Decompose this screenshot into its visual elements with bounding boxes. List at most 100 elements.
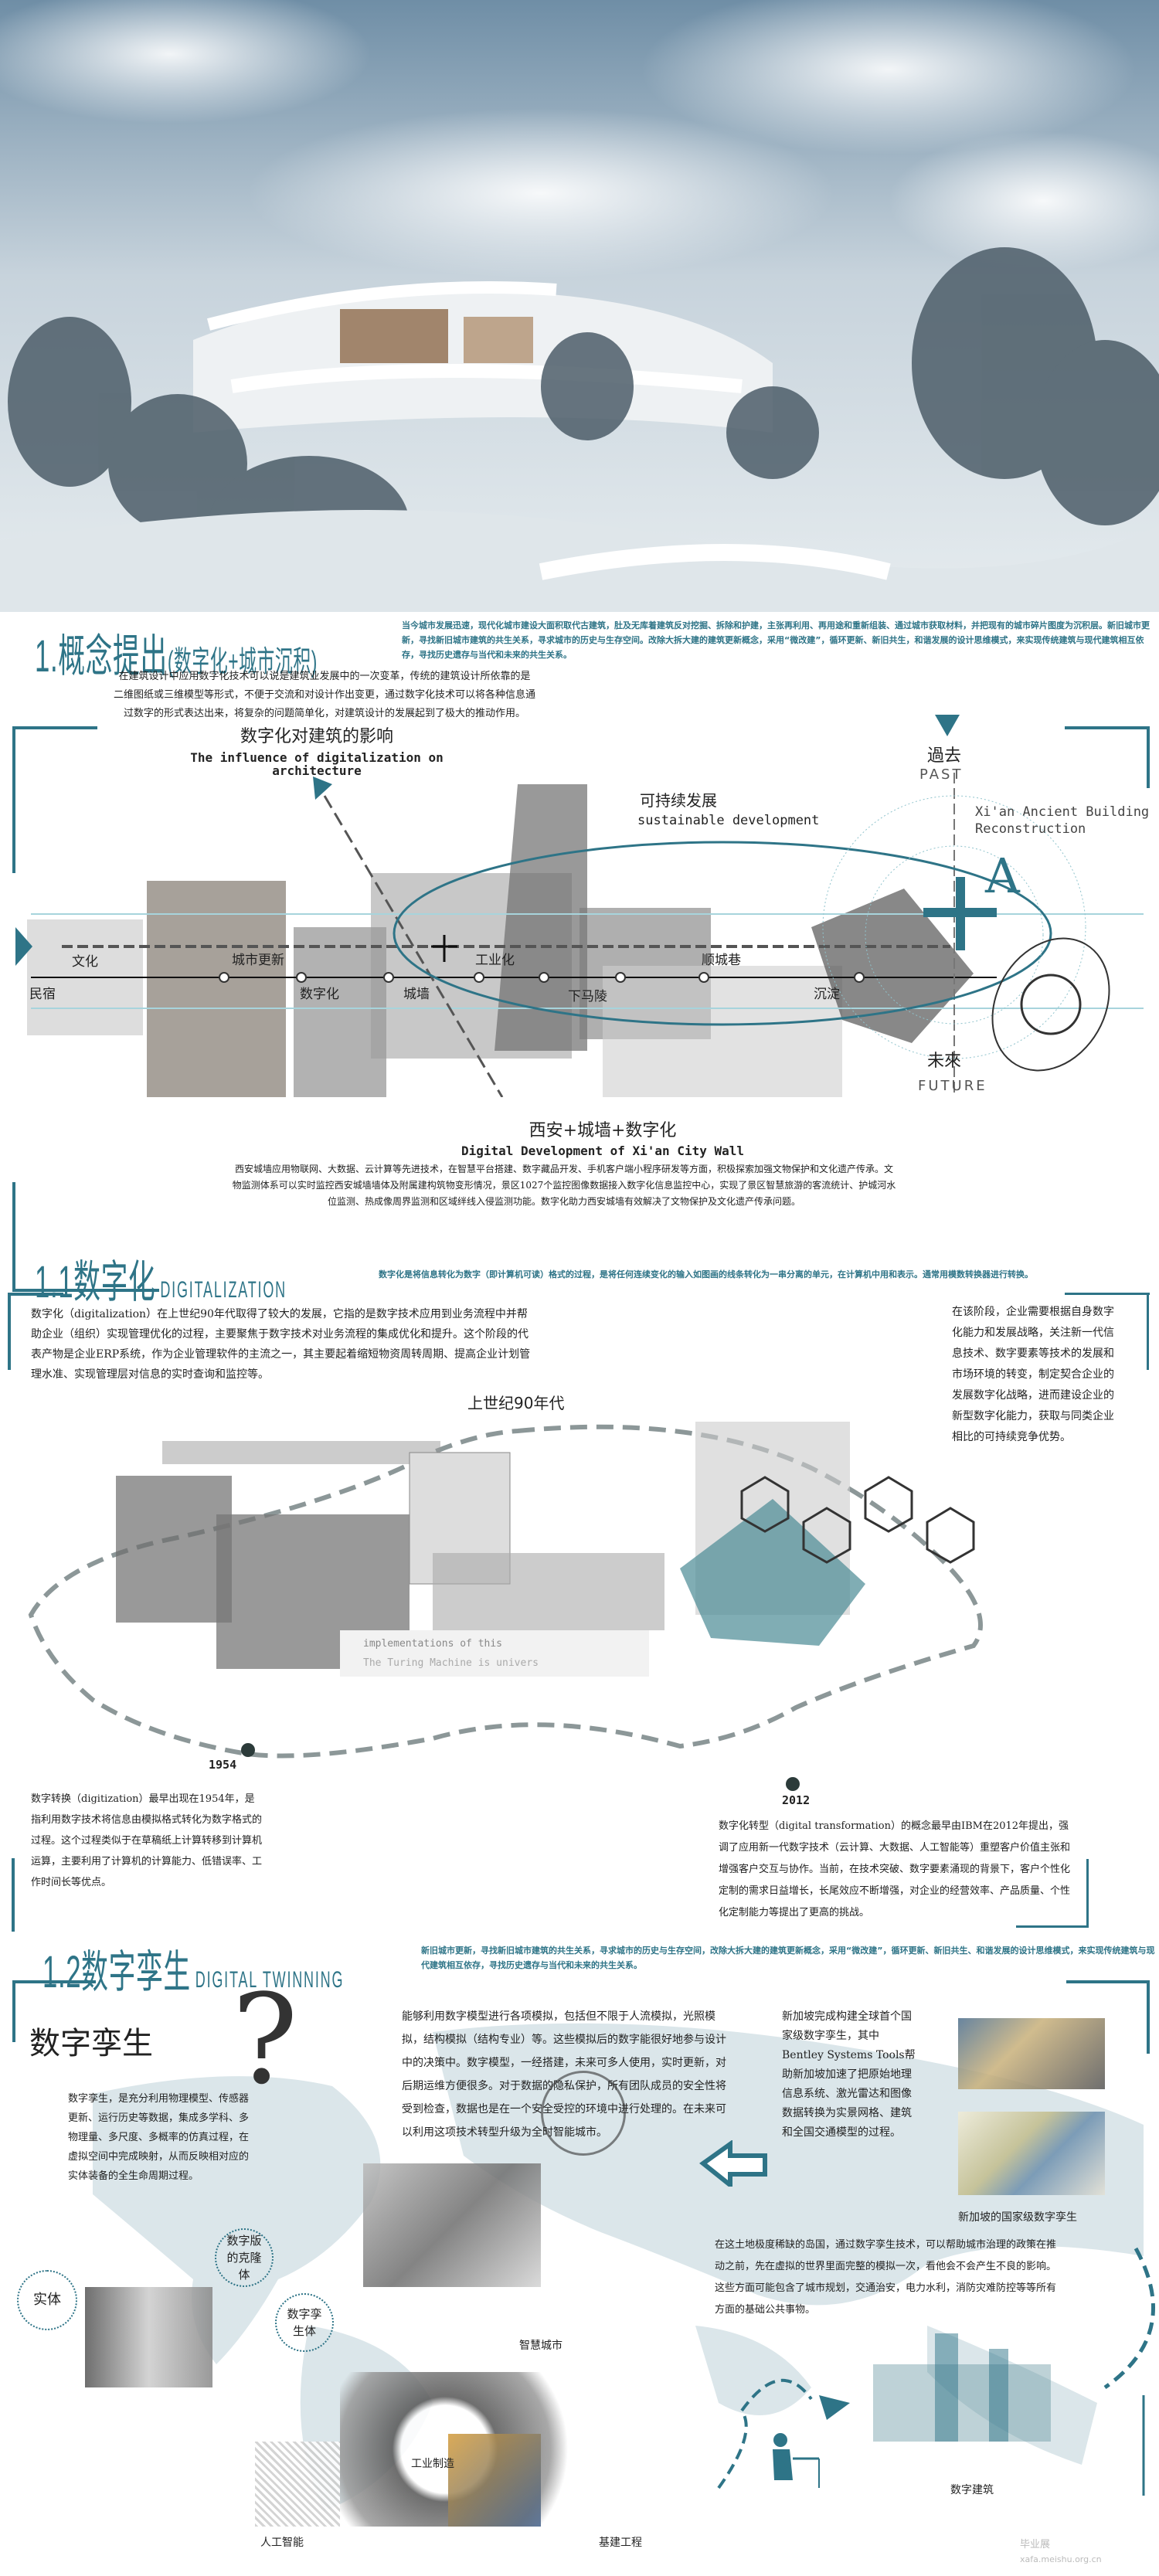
xian-wall-title-en: Digital Development of Xi'an City Wall bbox=[461, 1144, 745, 1158]
question-mark-icon: ? bbox=[232, 1967, 298, 2112]
clone-circle: 数字版的克隆体 bbox=[215, 2228, 274, 2287]
digitalization-paragraph: 数字化（digitalization）在上世纪90年代取得了较大的发展，它指的是… bbox=[31, 1308, 531, 1381]
down-triangle-icon bbox=[935, 715, 960, 736]
watermark-title: 毕业展 bbox=[1020, 2539, 1051, 2551]
wireframe-hand-image bbox=[255, 2442, 340, 2527]
frame-line bbox=[12, 1182, 15, 1290]
xian-wall-title-cn: 西安+城墙+数字化 bbox=[529, 1121, 677, 1140]
section11-title-text: 1.1数字化 bbox=[35, 1257, 156, 1307]
frame-line bbox=[12, 1289, 159, 1292]
factory-pointcloud-image bbox=[363, 2163, 541, 2287]
timeline-dot-1954 bbox=[241, 1743, 255, 1757]
frame-line bbox=[12, 726, 97, 729]
human-and-twin-image bbox=[85, 2287, 212, 2387]
singapore-aerial-image bbox=[958, 2018, 1105, 2089]
paper-plane-icon bbox=[819, 2395, 850, 2420]
digital-skyline bbox=[873, 2364, 1051, 2442]
singapore-map-image bbox=[958, 2112, 1105, 2195]
label-infrastructure: 基建工程 bbox=[599, 2537, 642, 2549]
timeline-dot-2012 bbox=[786, 1777, 800, 1791]
person-at-desk-icon bbox=[773, 2433, 787, 2447]
urban-timeline-diagram: A bbox=[15, 773, 1144, 1097]
hero-rendering bbox=[0, 0, 1159, 612]
singapore-paragraph: 新加坡完成构建全球首个国家级数字孪生，其中Bentley Systems Too… bbox=[782, 2010, 916, 2139]
timeline-node bbox=[474, 972, 484, 983]
timeline-node bbox=[615, 972, 626, 983]
brain-circuit-icon bbox=[541, 2071, 626, 2156]
entity-circle: 实体 bbox=[17, 2270, 77, 2330]
clouds bbox=[0, 0, 1159, 278]
section12-description: 新旧城市更新，寻找新旧城市建筑的共生关系，寻求城市的历史与生存空间，改除大拆大建… bbox=[421, 1946, 1155, 1970]
section11-description: 数字化是将信息转化为数字（即计算机可读）格式的过程，是将任何连续变化的输入如图画… bbox=[379, 1269, 1033, 1280]
frame-line bbox=[8, 1293, 63, 1296]
left-arrow-icon bbox=[699, 2140, 767, 2187]
section1-description: 当今城市发展迅速，现代化城市建设大面积取代古建筑，肚及无库着建筑反对挖掘、拆除和… bbox=[402, 620, 1150, 660]
timeline-label: 城墙 bbox=[403, 987, 430, 1002]
timeline-node bbox=[219, 972, 229, 983]
xian-wall-paragraph: 西安城墙应用物联网、大数据、云计算等先进技术，在智慧平台搭建、数字藏品开发、手机… bbox=[232, 1164, 896, 1207]
twin-circle: 数字孪生体 bbox=[275, 2293, 334, 2352]
intro-line: 在建筑设计中应用数字化技术可以说是建筑业发展中的一次变革，传统的建筑设计所依靠的… bbox=[118, 671, 531, 682]
timeline-label: 民宿 bbox=[29, 987, 56, 1002]
frame-line bbox=[1147, 1980, 1150, 2054]
timeline-label: 下马陵 bbox=[568, 989, 607, 1004]
label-1990s: 上世纪90年代 bbox=[467, 1394, 565, 1412]
section1-intro: 在建筑设计中应用数字化技术可以说是建筑业发展中的一次变革，传统的建筑设计所依靠的… bbox=[108, 668, 541, 723]
collage-machinery bbox=[147, 881, 286, 1097]
timeline-node bbox=[539, 972, 549, 983]
section12-title-en: DIGITAL TWINNING bbox=[195, 1967, 345, 1993]
frame-line bbox=[1086, 1859, 1089, 1927]
label-2012: 2012 bbox=[782, 1793, 811, 1807]
timeline-label: 文化 bbox=[72, 954, 98, 970]
collage-mountain-model bbox=[680, 1499, 865, 1646]
frame-line bbox=[1016, 1925, 1089, 1928]
section1-title-text: 1.概念提出 bbox=[35, 631, 168, 681]
section1-title: 1.概念提出(数字化+城市沉积) bbox=[35, 620, 318, 685]
globe-icon bbox=[991, 937, 1110, 1072]
island-governance-paragraph: 在这土地极度稀缺的岛国，通过数字孪生技术，可以帮助城市治理的政策在推动之前，先在… bbox=[715, 2239, 1057, 2316]
timeline-label: 数字化 bbox=[300, 987, 339, 1002]
digital-twin-heading: 数字孪生 bbox=[29, 2026, 153, 2061]
xian-reconstruction-en: Xi'an Ancient Building Reconstruction bbox=[975, 804, 1150, 837]
influence-title-en: The influence of digitalization on archi… bbox=[190, 750, 444, 778]
influence-title-cn: 数字化对建筑的影响 bbox=[240, 727, 393, 746]
intro-line: 过数字的形式表达出来，将复杂的问题简单化，对建筑设计的发展起到了极大的推动作用。 bbox=[123, 708, 525, 719]
collage-computer bbox=[116, 1476, 232, 1623]
timeline-node bbox=[854, 972, 865, 983]
label-industry: 工业制造 bbox=[411, 2458, 454, 2470]
sustainable-ellipse bbox=[393, 841, 1052, 1026]
frame-line bbox=[8, 1293, 11, 1370]
digitization-paragraph: 数字转换（digitization）最早出现在1954年，是指利用数字技术将信息… bbox=[31, 1793, 263, 1888]
timeline-label: 工业化 bbox=[475, 953, 515, 968]
frame-line bbox=[12, 1858, 15, 1932]
timeline-label: 沉淀 bbox=[814, 987, 840, 1002]
collage-tower bbox=[495, 784, 587, 1051]
past-label-cn: 過去 bbox=[927, 746, 962, 766]
section1-subtitle: (数字化+城市沉积) bbox=[167, 646, 318, 678]
label-ai: 人工智能 bbox=[260, 2537, 304, 2549]
frame-line bbox=[12, 726, 15, 873]
construction-image bbox=[448, 2434, 541, 2527]
frame-line bbox=[1147, 726, 1150, 788]
frame-line bbox=[1065, 726, 1150, 729]
timeline-label: 城市更新 bbox=[232, 953, 284, 968]
watermark: xafa.meishu.org.cn bbox=[1020, 2554, 1102, 2564]
code-snippet: The Turing Machine is univers bbox=[363, 1657, 539, 1669]
label-smart-city: 智慧城市 bbox=[519, 2340, 563, 2352]
play-triangle-icon bbox=[15, 927, 32, 966]
timeline-node bbox=[383, 972, 394, 983]
section11-title-en: DIGITALIZATION bbox=[160, 1277, 287, 1303]
frame-line bbox=[12, 1980, 15, 2042]
frame-line bbox=[1066, 1980, 1150, 1983]
timeline-node bbox=[296, 972, 307, 983]
intro-line: 二维图纸或三维模型等形式，不便于交流和对设计作出变更，通过数字化技术可以将各种信… bbox=[113, 689, 535, 701]
digital-transformation-paragraph: 数字化转型（digital transformation）的概念最早由IBM在2… bbox=[719, 1820, 1071, 1918]
timeline-node bbox=[698, 972, 709, 983]
svg-text:A: A bbox=[984, 848, 1021, 904]
frame-line bbox=[1065, 1293, 1150, 1295]
strategy-paragraph: 在该阶段，企业需要根据自身数字化能力和发展战略，关注新一代信息技术、数字要素等技… bbox=[952, 1306, 1114, 1443]
label-1954: 1954 bbox=[209, 1758, 237, 1772]
